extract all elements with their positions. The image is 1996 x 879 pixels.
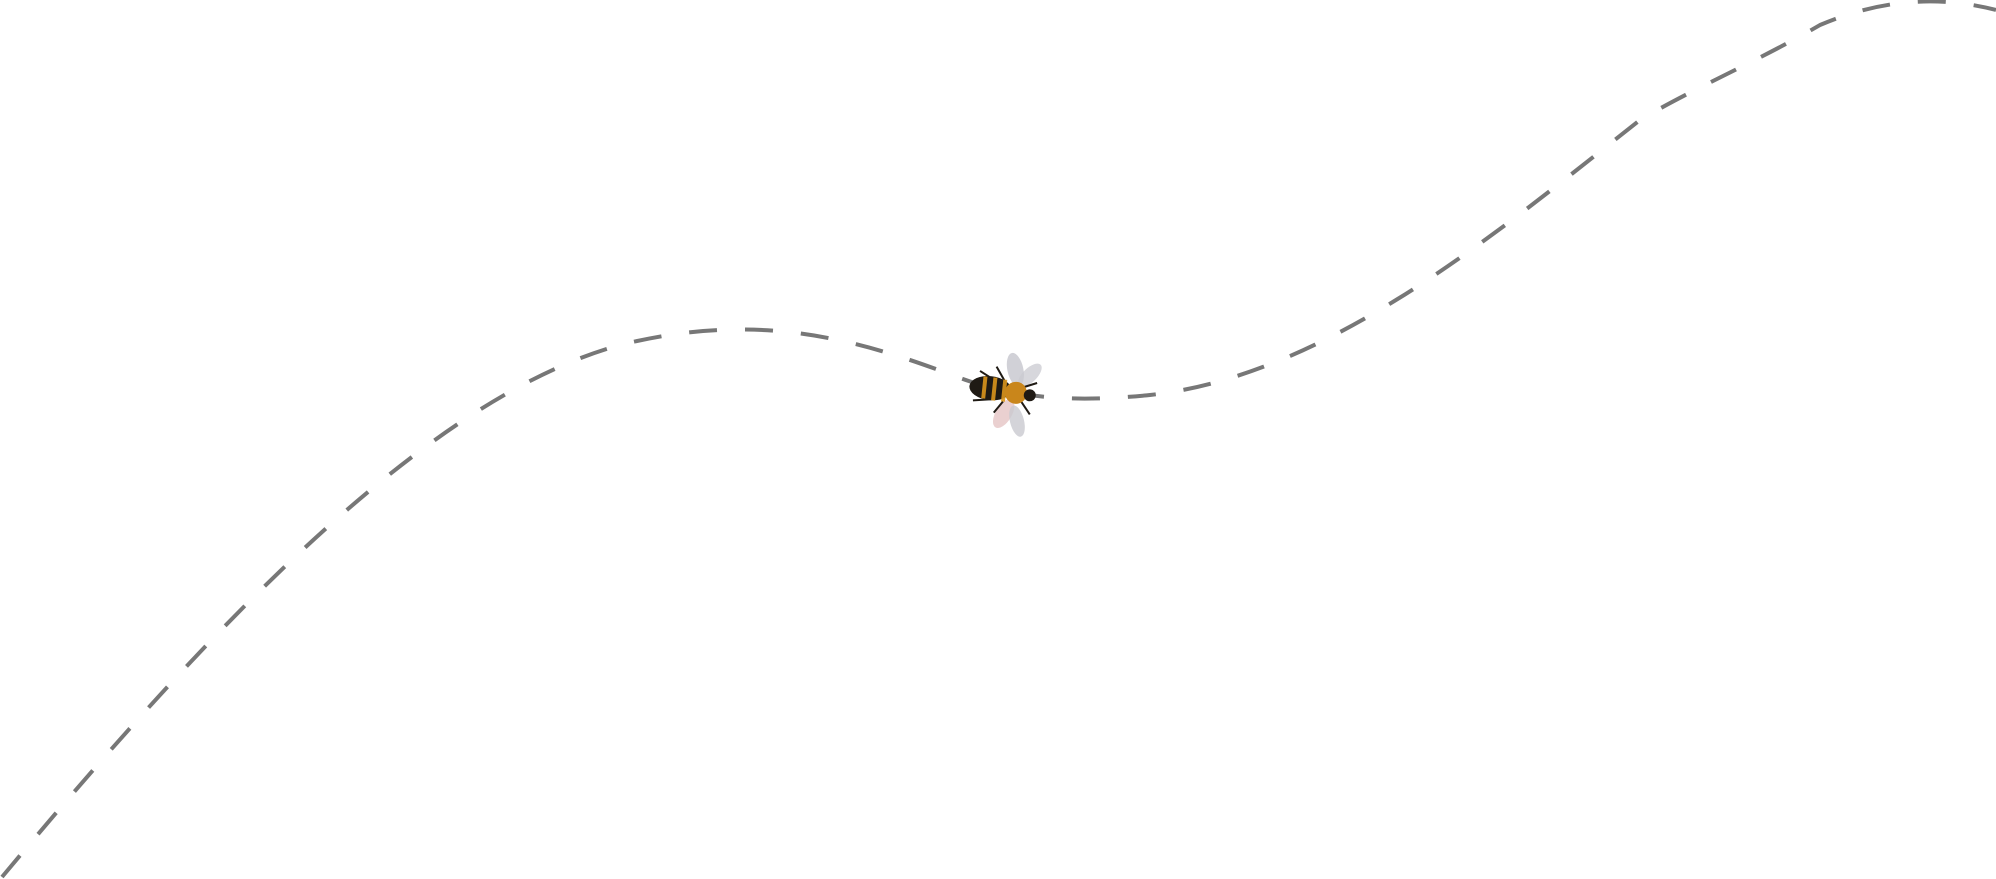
- bee-head: [1023, 389, 1036, 402]
- bee-abdomen: [969, 375, 1012, 401]
- bee-thorax: [1004, 381, 1027, 404]
- bee-stripe: [1000, 379, 1008, 402]
- bee-wing-upper-right: [1018, 363, 1042, 387]
- bee-icon: [969, 352, 1042, 437]
- bee-wing-lower-left: [992, 399, 1015, 428]
- bee-stripe: [991, 377, 998, 401]
- bee-stripe: [981, 376, 988, 399]
- bee-wing-lower-right: [1009, 405, 1025, 437]
